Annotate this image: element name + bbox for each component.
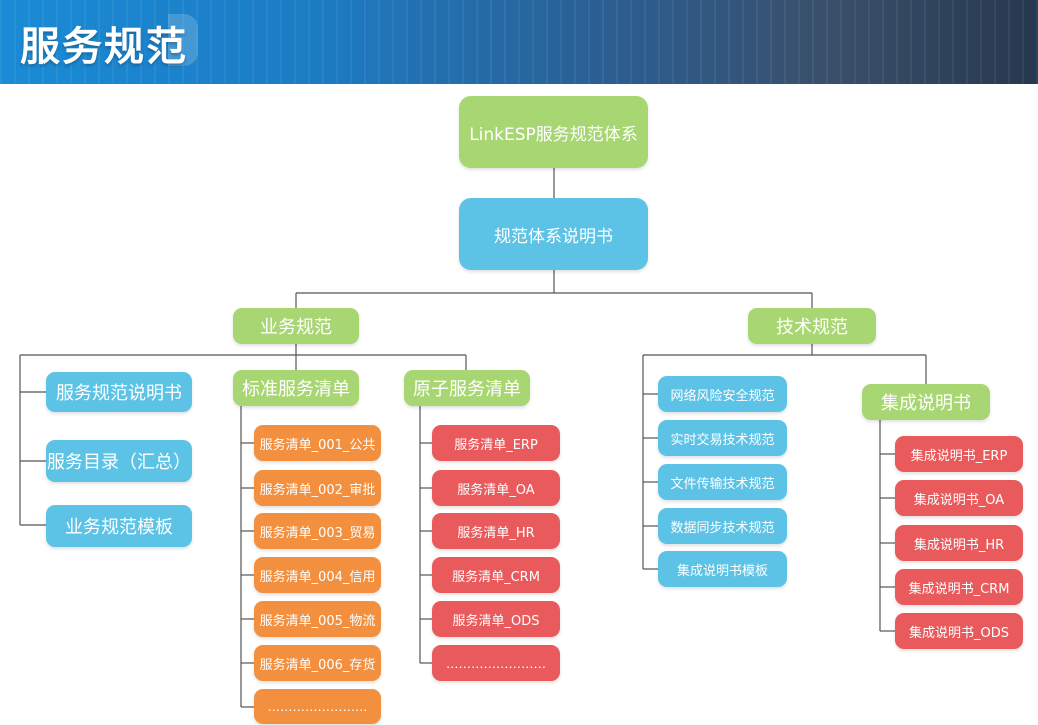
atomic-item: 服务清单_ERP [432, 425, 560, 461]
atomic-list-node: 原子服务清单 [404, 370, 530, 406]
atomic-item: 服务清单_CRM [432, 557, 560, 593]
atomic-item: 服务清单_HR [432, 513, 560, 549]
technical-node: 技术规范 [748, 308, 876, 344]
business-node: 业务规范 [233, 308, 359, 344]
standard-item-more: …………………… [254, 689, 381, 724]
integration-item: 集成说明书_HR [895, 525, 1023, 561]
business-left-item: 服务目录（汇总） [46, 440, 192, 482]
standard-item: 服务清单_001_公共 [254, 425, 381, 461]
standard-item: 服务清单_005_物流 [254, 601, 381, 637]
business-left-item: 业务规范模板 [46, 505, 192, 547]
integration-item: 集成说明书_ERP [895, 436, 1023, 472]
standard-item: 服务清单_006_存货 [254, 645, 381, 681]
header-pattern [0, 0, 1038, 84]
integration-item: 集成说明书_CRM [895, 569, 1023, 605]
atomic-item: 服务清单_ODS [432, 601, 560, 637]
standard-list-node: 标准服务清单 [233, 370, 359, 406]
standard-item: 服务清单_003_贸易 [254, 513, 381, 549]
technical-item: 网络风险安全规范 [658, 376, 787, 412]
root-node: LinkESP服务规范体系 [459, 96, 648, 168]
standard-item: 服务清单_004_信用 [254, 557, 381, 593]
technical-item: 集成说明书模板 [658, 551, 787, 587]
technical-item: 文件传输技术规范 [658, 464, 787, 500]
page-title: 服务规范 [20, 24, 188, 70]
integration-node: 集成说明书 [862, 384, 990, 420]
technical-item: 数据同步技术规范 [658, 508, 787, 544]
integration-item: 集成说明书_OA [895, 480, 1023, 516]
technical-item: 实时交易技术规范 [658, 420, 787, 456]
atomic-item-more: …………………… [432, 645, 560, 681]
header-banner: 服务规范 [0, 0, 1038, 84]
atomic-item: 服务清单_OA [432, 470, 560, 506]
title-tab-decoration [168, 14, 198, 66]
integration-item: 集成说明书_ODS [895, 613, 1023, 649]
business-left-item: 服务规范说明书 [46, 372, 192, 412]
manual-node: 规范体系说明书 [459, 198, 648, 270]
standard-item: 服务清单_002_审批 [254, 470, 381, 506]
